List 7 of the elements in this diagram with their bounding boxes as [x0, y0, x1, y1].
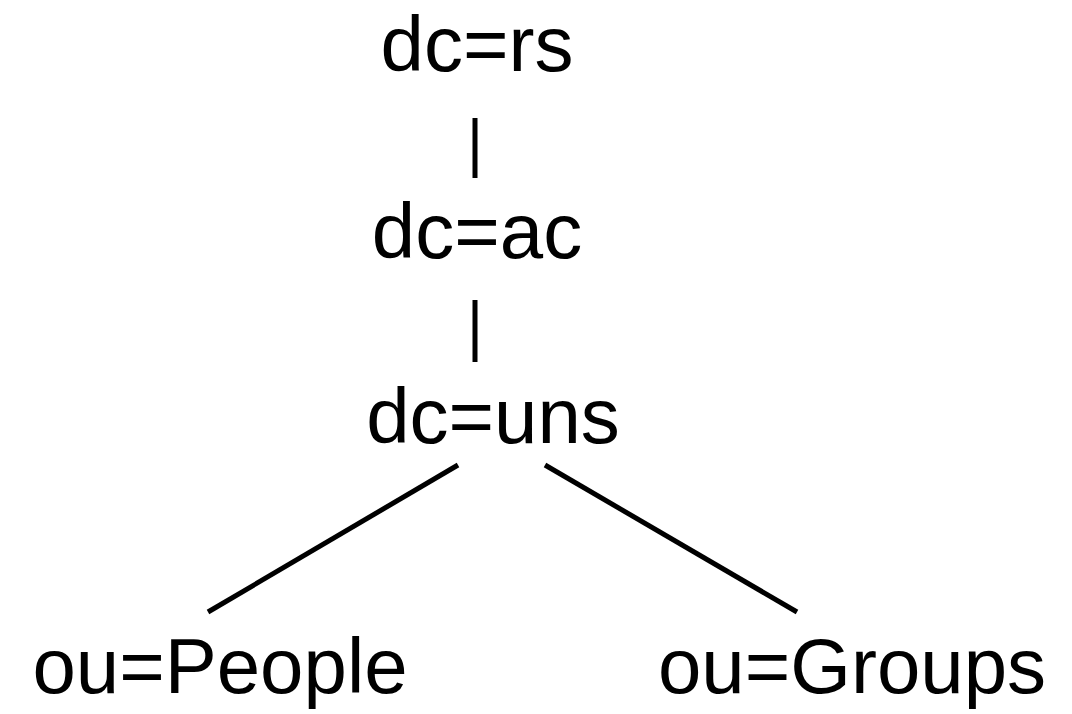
connector-line — [206, 462, 460, 615]
entry-label: dc=rs — [380, 5, 574, 83]
connector-line — [543, 462, 799, 615]
entry-label: dc=ac — [371, 192, 583, 270]
connector-line — [472, 300, 478, 362]
entry-label: dc=uns — [366, 377, 620, 455]
connector-line — [472, 118, 478, 178]
